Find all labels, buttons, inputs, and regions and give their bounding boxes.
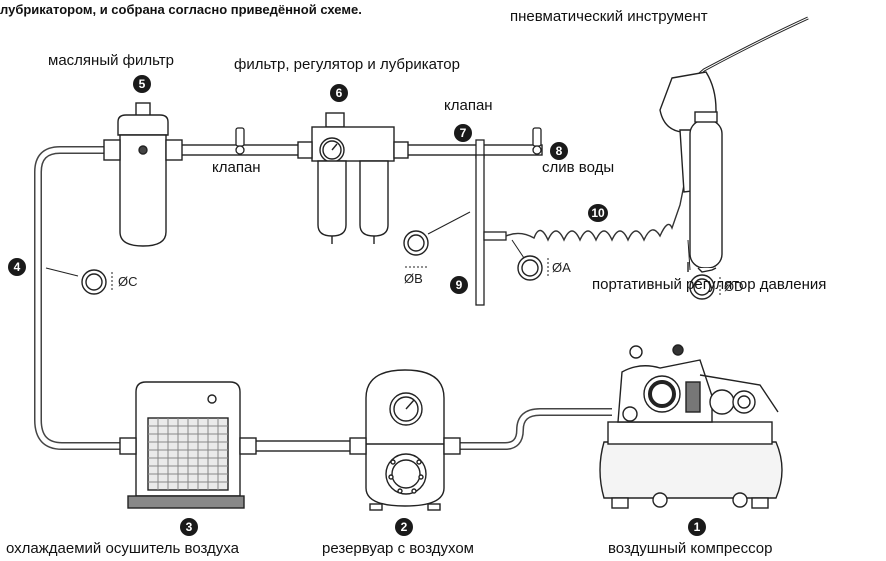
marker-2: 2 [395, 518, 413, 536]
label-dryer: охлаждаемий осушитель воздуха [6, 540, 239, 557]
dryer-shape [119, 381, 257, 509]
label-compressor: воздушный компрессор [608, 540, 773, 557]
pneumatic-tool-shape [659, 16, 809, 273]
label-oil-filter: масляный фильтр [48, 52, 174, 69]
marker-10: 10 [588, 204, 608, 222]
coiled-hose-shape [505, 184, 685, 242]
label-valve-left: клапан [212, 159, 261, 176]
drain-valve-shape [532, 127, 542, 155]
tank-compressor-pipe [446, 408, 612, 450]
marker-5: 5 [133, 75, 151, 93]
intro-text: лубрикатором, и собрана согласно приведё… [0, 2, 362, 17]
oil-filter-shape [103, 102, 183, 247]
diameter-c: ØC [118, 274, 138, 289]
marker-9: 9 [450, 276, 468, 294]
valve-left-shape [235, 127, 245, 155]
marker-8: 8 [550, 142, 568, 160]
marker-6: 6 [330, 84, 348, 102]
label-drain: слив воды [542, 159, 615, 176]
frl-unit-shape [297, 112, 409, 244]
diameter-d: ØD [724, 279, 744, 294]
label-pneumatic-tool: пневматический инструмент [510, 8, 708, 25]
marker-4: 4 [8, 258, 26, 276]
compressor-shape [599, 344, 783, 509]
main-air-pipe [34, 146, 128, 450]
label-portable-regulator: портативный регулятор давления [592, 276, 827, 293]
label-tank: резервуар с воздухом [322, 540, 474, 557]
marker-3: 3 [180, 518, 198, 536]
diameter-b: ØB [404, 271, 423, 286]
label-frl: фильтр, регулятор и лубрикатор [234, 56, 460, 73]
marker-1: 1 [688, 518, 706, 536]
tank-shape [349, 369, 461, 511]
diameter-a: ØA [552, 260, 571, 275]
label-valve-top: клапан [444, 97, 493, 114]
drop-pipe-shape [475, 154, 507, 306]
marker-7: 7 [454, 124, 472, 142]
